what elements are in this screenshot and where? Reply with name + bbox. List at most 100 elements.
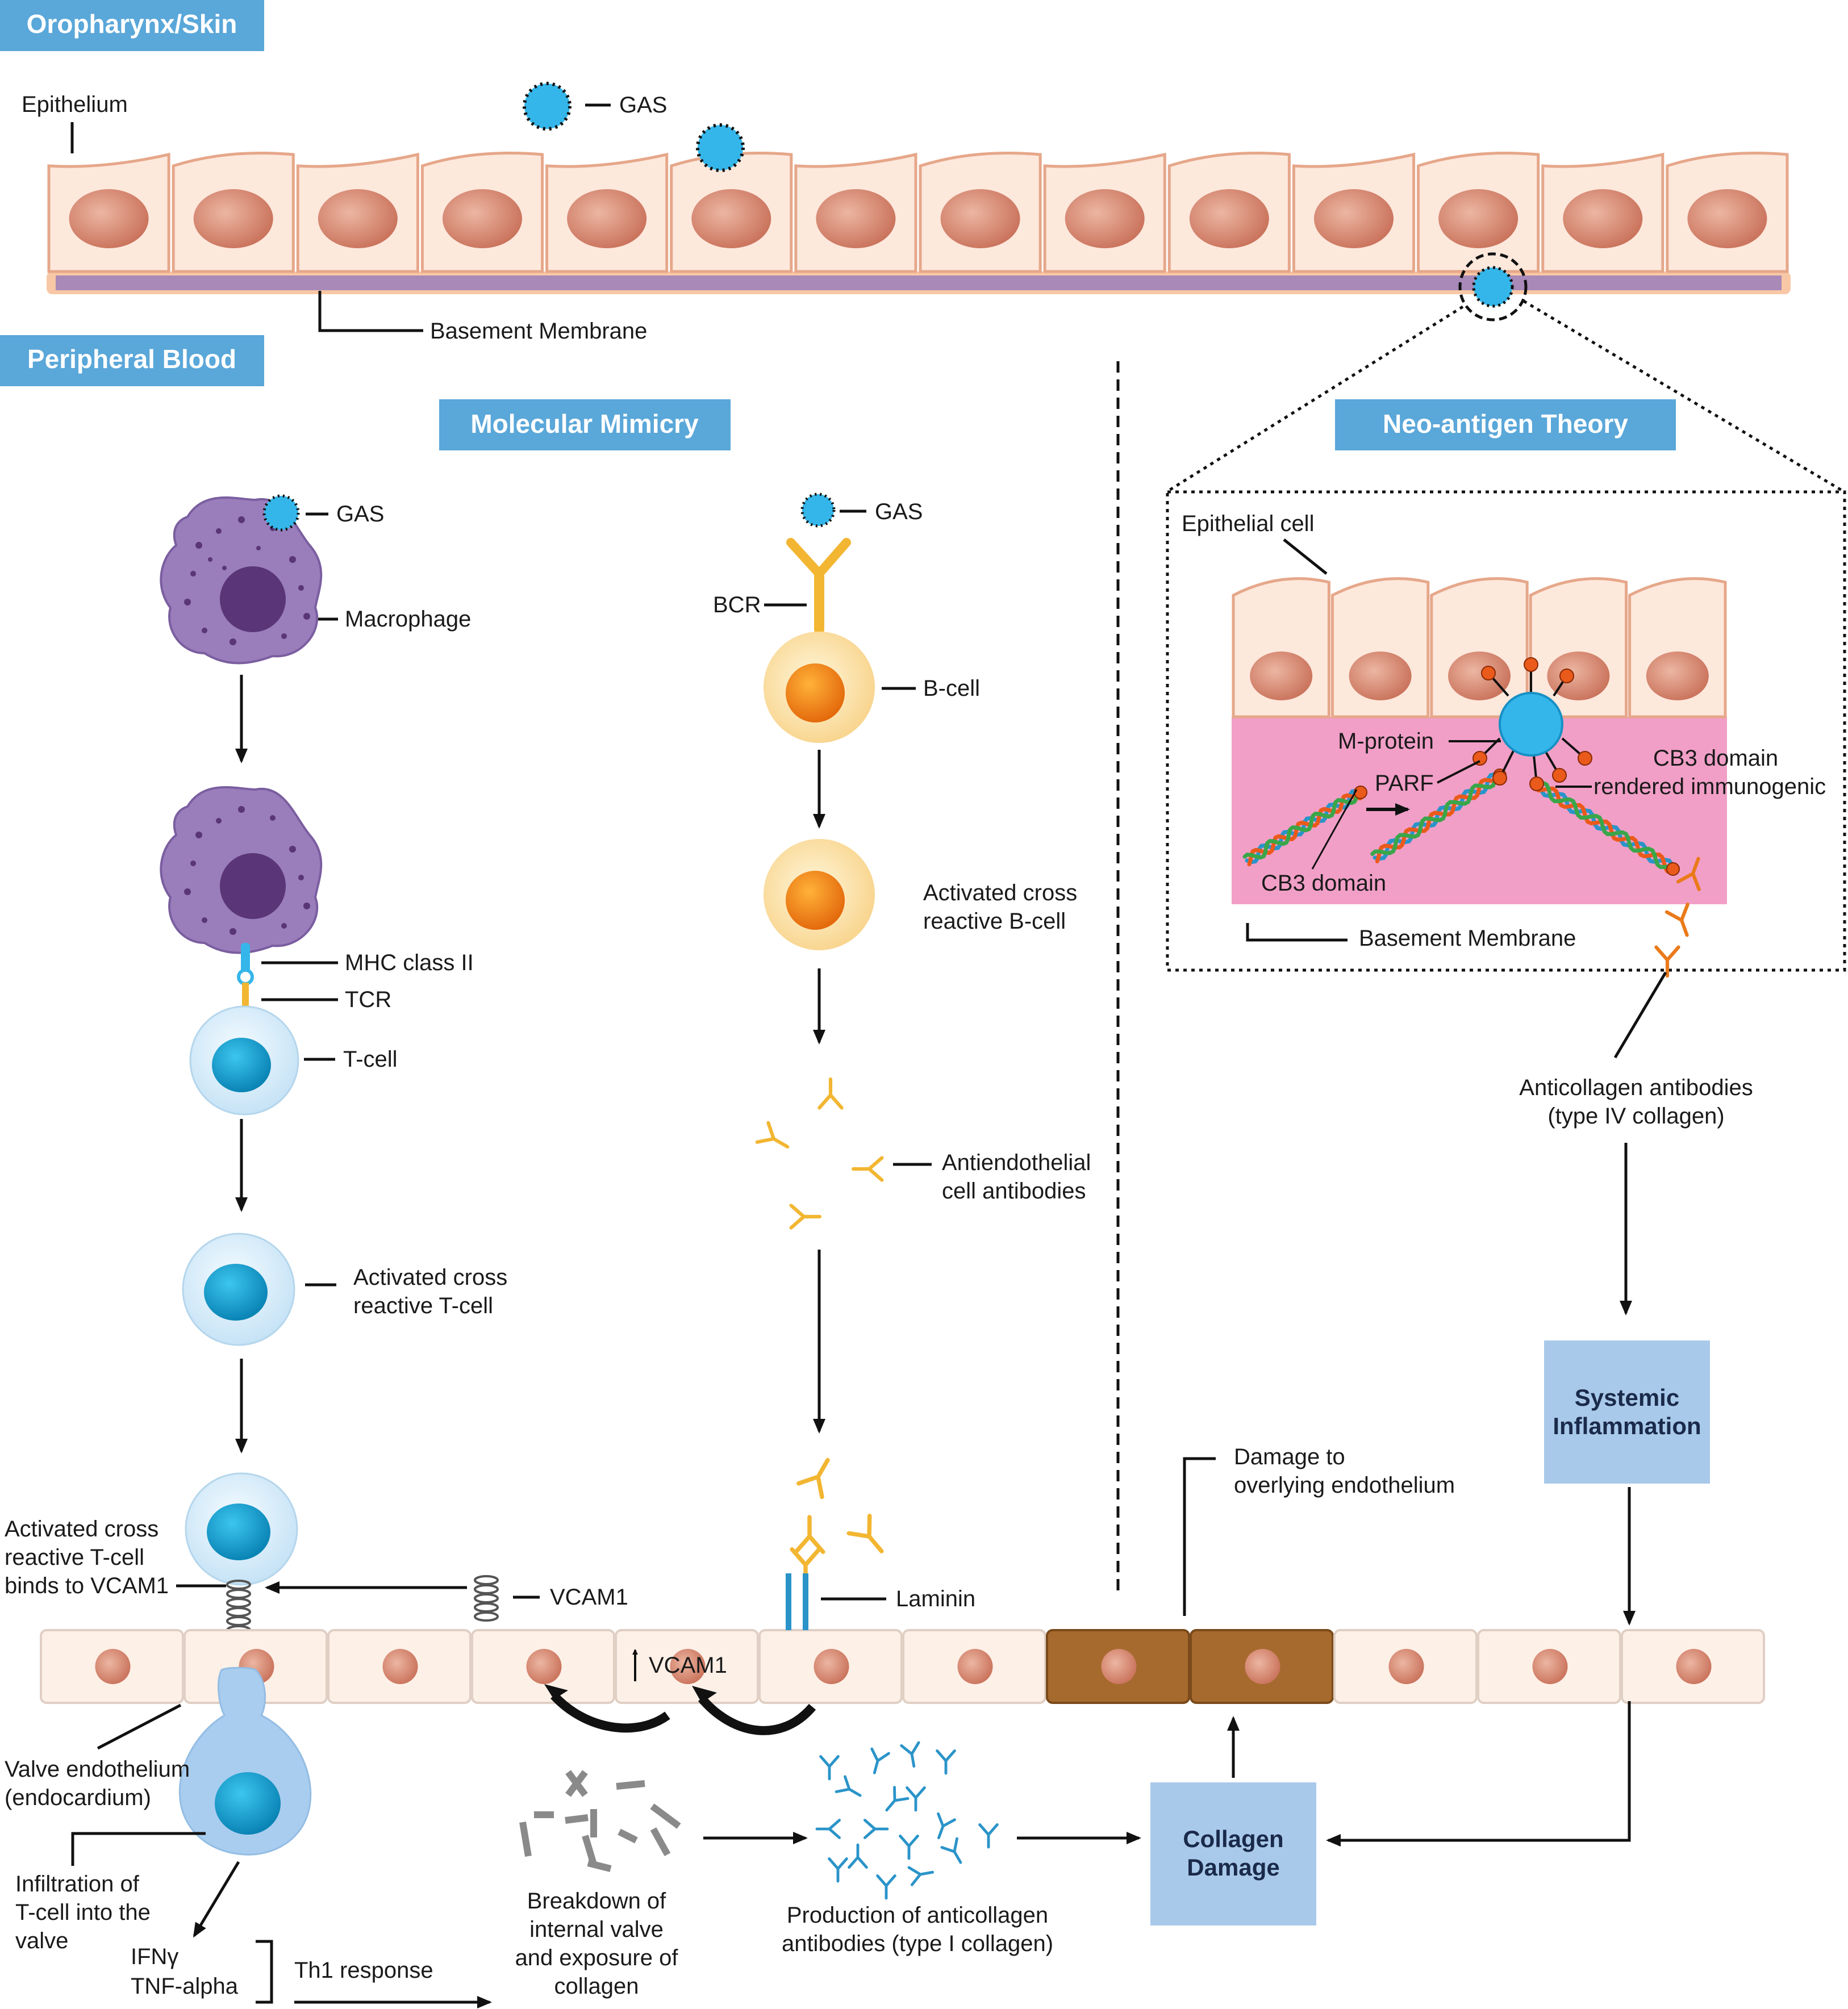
curved-arrow-2	[698, 1695, 816, 1735]
parf-label: PARF	[1375, 771, 1434, 796]
endothelial-cell	[758, 1629, 903, 1704]
valve-label-1: Valve endothelium	[5, 1757, 190, 1782]
endothelial-cell	[1621, 1629, 1765, 1704]
cb3-label-2: rendered immunogenic	[1593, 774, 1826, 799]
epithelial-cell	[47, 152, 170, 273]
antiendo-label-1: Antiendothelial	[942, 1150, 1091, 1175]
cell-nucleus	[382, 1649, 418, 1684]
endothelial-cell	[327, 1629, 472, 1704]
production-label-2: antibodies (type I collagen)	[782, 1931, 1053, 1956]
antibody	[900, 1741, 920, 1768]
antibody	[851, 1156, 884, 1182]
arrow-systemic-to-collagen	[1326, 1701, 1631, 1847]
cell-nucleus	[957, 1649, 993, 1684]
binds-label-2: reactive T-cell	[5, 1545, 144, 1570]
cell-nucleus	[670, 1649, 706, 1684]
antibody	[1654, 945, 1680, 978]
antiendothelial-antibodies	[755, 1077, 884, 1230]
cell-nucleus	[1245, 1649, 1280, 1684]
valve-endothelium-row	[40, 1629, 1765, 1704]
collagen-damage-label-2: Damage	[1187, 1854, 1279, 1881]
activated-t-cell	[182, 1233, 295, 1346]
cell-nucleus	[567, 189, 647, 248]
gas-label-left: GAS	[336, 502, 384, 527]
antibody	[817, 1077, 844, 1110]
damaged-endothelial-cell	[1046, 1629, 1190, 1704]
activated-b-cell	[764, 839, 875, 950]
endothelial-cell	[615, 1629, 759, 1704]
endothelial-cell	[1477, 1629, 1621, 1704]
infil-label-2: T-cell into the	[15, 1900, 151, 1925]
neo-epithelial-cell	[1330, 577, 1430, 719]
activated-b-label-1: Activated cross	[923, 880, 1077, 905]
header-oropharynx-label: Oropharynx/Skin	[27, 9, 237, 39]
gas-label-middle: GAS	[875, 499, 923, 524]
epithelial-cell	[172, 152, 295, 273]
bcr-label: BCR	[713, 592, 761, 617]
antibody	[937, 1812, 956, 1840]
basement-membrane-label-neo: Basement Membrane	[1359, 926, 1576, 951]
tcr-stalk	[242, 983, 249, 1011]
cell-nucleus	[814, 1649, 849, 1684]
basement-membrane-band	[56, 275, 1782, 290]
macrophage-1	[160, 496, 323, 665]
curved-arrow-1	[550, 1692, 670, 1733]
antibody	[789, 1204, 822, 1230]
epithelial-cell	[420, 152, 544, 273]
cell-nucleus	[1250, 651, 1313, 700]
header-peripheral-blood-label: Peripheral Blood	[27, 344, 236, 374]
bcr-receptor	[786, 538, 851, 634]
antiendo-label-2: cell antibodies	[942, 1179, 1086, 1204]
gas-label-top: GAS	[619, 93, 667, 118]
mhc-class-ii-stalk	[241, 943, 250, 976]
collagen-fragments	[519, 1770, 681, 1872]
endothelial-cell	[40, 1629, 184, 1704]
activated-b-label-2: reactive B-cell	[923, 909, 1066, 934]
laminin-bar-1	[786, 1573, 791, 1630]
breakdown-label-3: and exposure of	[515, 1945, 679, 1970]
cell-nucleus	[318, 189, 398, 248]
laminin-bar-2	[803, 1573, 808, 1630]
antibody	[936, 1749, 956, 1775]
anticollagen-antibodies-type-i	[815, 1741, 999, 1900]
cell-nucleus	[1676, 1649, 1712, 1684]
breakdown-label-4: collagen	[554, 1974, 639, 1999]
th1-label: Th1 response	[294, 1958, 433, 1983]
epithelial-cell	[1292, 152, 1416, 273]
damaged-endothelial-cell	[1190, 1629, 1334, 1704]
epithelial-cell	[296, 152, 419, 273]
antibody	[796, 1457, 830, 1500]
vcam1-up-label: VCAM1	[649, 1653, 727, 1678]
activated-t-label-1: Activated cross	[353, 1265, 507, 1290]
endothelial-cell	[471, 1629, 615, 1704]
infiltrating-t-cell	[178, 1666, 312, 1856]
collagen-damage-box: Collagen Damage	[1150, 1782, 1316, 1926]
epithelial-cell	[1043, 152, 1166, 273]
cell-nucleus	[1438, 189, 1519, 248]
anticollagen-label-1: Anticollagen antibodies	[1519, 1075, 1753, 1100]
tnf-label: TNF-alpha	[131, 1974, 239, 1999]
cb3-label-1: CB3 domain	[1653, 746, 1778, 771]
cell-nucleus	[193, 189, 273, 248]
cell-nucleus	[443, 189, 522, 248]
cell-nucleus	[1388, 1649, 1424, 1684]
epithelial-cell	[794, 152, 917, 273]
basement-membrane-label-top: Basement Membrane	[430, 319, 647, 344]
antibody	[907, 1866, 935, 1886]
cell-nucleus	[1349, 651, 1412, 700]
macrophage-2	[160, 786, 323, 954]
breakdown-label-2: internal valve	[529, 1917, 664, 1942]
zoom-line-left	[1166, 305, 1464, 493]
header-molecular-mimicry: Molecular Mimicry	[439, 399, 731, 450]
epithelial-cell	[1666, 152, 1789, 273]
gas-on-macrophage	[262, 494, 300, 532]
top-cell-row	[47, 152, 1789, 273]
antibody	[876, 1874, 896, 1900]
epithelium-label: Epithelium	[22, 92, 128, 117]
binds-label-1: Activated cross	[5, 1517, 158, 1542]
epithelial-cell	[545, 152, 669, 273]
production-label-1: Production of anticollagen	[787, 1903, 1048, 1928]
anticollagen-antibodies-type-iv	[1654, 857, 1701, 978]
